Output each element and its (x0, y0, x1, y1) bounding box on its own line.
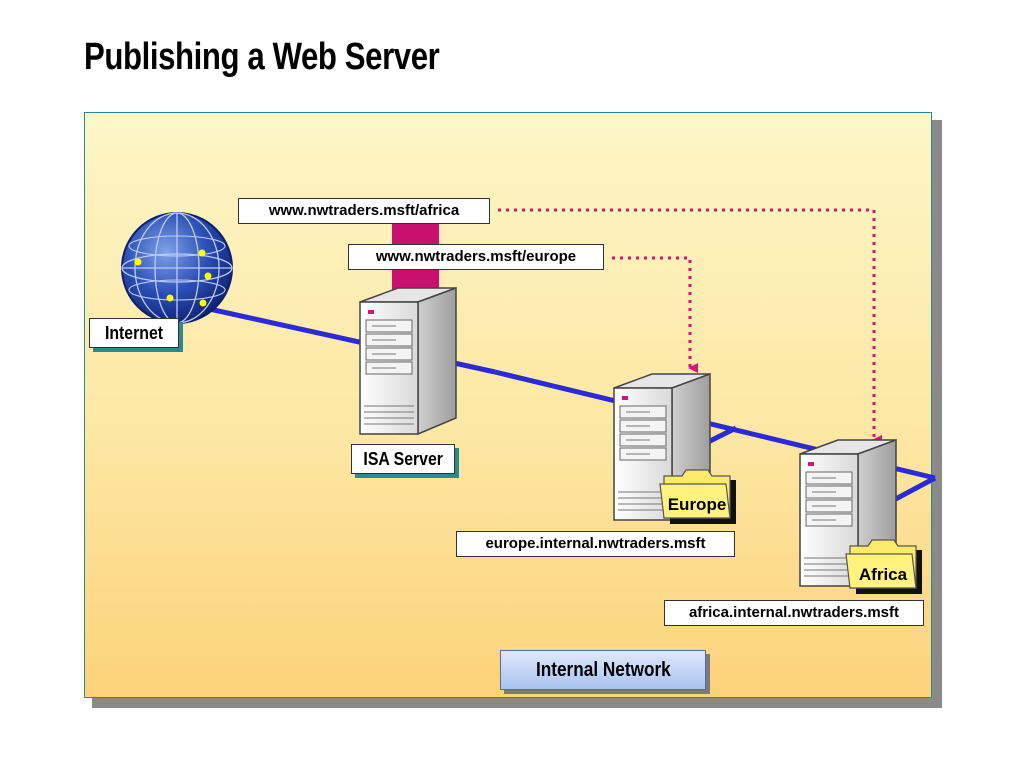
europe-folder-icon: Europe (659, 469, 737, 525)
europe-host-label: europe.internal.nwtraders.msft (456, 531, 735, 557)
africa-folder-icon: Africa (845, 539, 923, 595)
internal-network-label: Internal Network (500, 650, 706, 690)
redirect-arrow-europe (612, 256, 698, 373)
isa-server-label: ISA Server (351, 444, 455, 474)
url-europe-label: www.nwtraders.msft/europe (348, 244, 604, 270)
internet-label: Internet (89, 318, 179, 348)
redirect-arrow-africa (498, 208, 882, 445)
africa-folder-label: Africa (859, 565, 908, 584)
page-title: Publishing a Web Server (84, 36, 440, 78)
url-africa-label: www.nwtraders.msft/africa (238, 198, 490, 224)
africa-host-label: africa.internal.nwtraders.msft (664, 600, 924, 626)
globe-icon (121, 212, 233, 324)
isa-server-icon (359, 287, 457, 435)
europe-folder-label: Europe (668, 495, 727, 514)
